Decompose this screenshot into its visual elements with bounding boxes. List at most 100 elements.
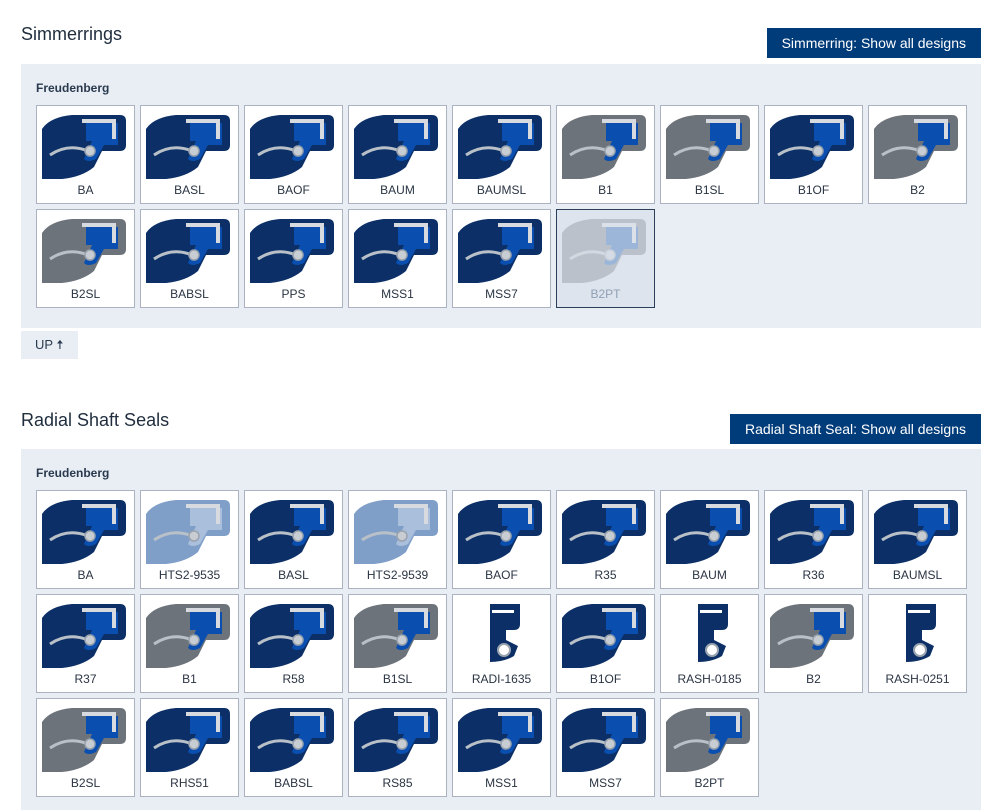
seal-tile-hts2-9539[interactable]: HTS2-9539 <box>348 490 447 589</box>
seal-cross-section-icon <box>250 111 337 179</box>
seal-cross-section-icon <box>146 600 233 668</box>
seal-tile-hts2-9535[interactable]: HTS2-9535 <box>140 490 239 589</box>
seal-tile-mss1[interactable]: MSS1 <box>452 698 551 797</box>
seal-cross-section-icon <box>146 496 233 564</box>
seal-tile-label: B2 <box>910 183 925 197</box>
seal-tile-label: RHS51 <box>170 776 209 790</box>
manufacturer-label: Freudenberg <box>36 81 110 95</box>
seal-tile-rash-0251[interactable]: RASH-0251 <box>868 594 967 693</box>
seal-tile-b1of[interactable]: B1OF <box>764 105 863 204</box>
seal-cross-section-icon <box>354 496 441 564</box>
seal-cross-section-icon <box>874 600 961 668</box>
seal-tile-label: BAOF <box>277 183 310 197</box>
seal-tile-pps[interactable]: PPS <box>244 209 343 308</box>
seal-tile-label: B2SL <box>70 287 101 301</box>
seal-tile-babsl[interactable]: BABSL <box>140 209 239 308</box>
seal-tile-label: BAUMSL <box>892 568 943 582</box>
radial-panel: Freudenberg BA HTS2-9535 BASL HTS2-9539 … <box>21 449 981 810</box>
seal-tile-label: B1SL <box>382 672 413 686</box>
seal-tile-ba[interactable]: BA <box>36 105 135 204</box>
seal-tile-label: R36 <box>802 568 825 582</box>
seal-tile-baumsl[interactable]: BAUMSL <box>868 490 967 589</box>
seal-cross-section-icon <box>562 600 649 668</box>
seal-cross-section-icon <box>250 496 337 564</box>
seal-tile-baof[interactable]: BAOF <box>452 490 551 589</box>
seal-cross-section-icon <box>146 704 233 772</box>
seal-cross-section-icon <box>458 600 545 668</box>
seal-tile-radi-1635[interactable]: RADI-1635 <box>452 594 551 693</box>
seal-tile-basl[interactable]: BASL <box>244 490 343 589</box>
seal-tile-label: B2PT <box>694 776 725 790</box>
seal-cross-section-icon <box>42 600 129 668</box>
seal-tile-rhs51[interactable]: RHS51 <box>140 698 239 797</box>
seal-cross-section-icon <box>562 496 649 564</box>
seal-cross-section-icon <box>354 215 441 283</box>
seal-tile-label: B1SL <box>694 183 725 197</box>
seal-tile-label: RS85 <box>382 776 413 790</box>
seal-cross-section-icon <box>354 111 441 179</box>
seal-tile-label: BAOF <box>485 568 518 582</box>
seal-tile-b1sl[interactable]: B1SL <box>660 105 759 204</box>
seal-cross-section-icon <box>42 496 129 564</box>
seal-tile-rash-0185[interactable]: RASH-0185 <box>660 594 759 693</box>
seal-tile-label: RADI-1635 <box>471 672 532 686</box>
seal-tile-basl[interactable]: BASL <box>140 105 239 204</box>
seal-tile-b2sl[interactable]: B2SL <box>36 209 135 308</box>
seal-tile-mss7[interactable]: MSS7 <box>556 698 655 797</box>
show-all-radial-shaft-seal-button[interactable]: Radial Shaft Seal: Show all designs <box>729 414 981 444</box>
seal-tile-b1[interactable]: B1 <box>140 594 239 693</box>
simmerrings-grid: BA BASL BAOF BAUM BAUMSL B1 B1SL <box>36 105 967 308</box>
seal-tile-label: PPS <box>281 287 306 301</box>
radial-grid: BA HTS2-9535 BASL HTS2-9539 BAOF R35 B <box>36 490 967 797</box>
seal-tile-label: RASH-0251 <box>885 672 950 686</box>
seal-cross-section-icon <box>146 215 233 283</box>
seal-cross-section-icon <box>562 215 649 283</box>
seal-tile-babsl[interactable]: BABSL <box>244 698 343 797</box>
seal-tile-label: BABSL <box>170 287 209 301</box>
seal-tile-baof[interactable]: BAOF <box>244 105 343 204</box>
seal-tile-label: BASL <box>278 568 309 582</box>
seal-tile-baum[interactable]: BAUM <box>348 105 447 204</box>
seal-tile-b2pt[interactable]: B2PT <box>660 698 759 797</box>
seal-tile-ba[interactable]: BA <box>36 490 135 589</box>
seal-tile-label: B1OF <box>797 183 830 197</box>
seal-cross-section-icon <box>562 111 649 179</box>
seal-tile-rs85[interactable]: RS85 <box>348 698 447 797</box>
seal-tile-r35[interactable]: R35 <box>556 490 655 589</box>
seal-cross-section-icon <box>770 496 857 564</box>
seal-tile-baum[interactable]: BAUM <box>660 490 759 589</box>
seal-tile-b2[interactable]: B2 <box>764 594 863 693</box>
show-all-simmerring-button[interactable]: Simmerring: Show all designs <box>766 28 981 58</box>
seal-cross-section-icon <box>458 111 545 179</box>
seal-cross-section-icon <box>42 111 129 179</box>
seal-tile-b1sl[interactable]: B1SL <box>348 594 447 693</box>
seal-tile-label: BABSL <box>274 776 313 790</box>
seal-tile-baumsl[interactable]: BAUMSL <box>452 105 551 204</box>
seal-tile-r36[interactable]: R36 <box>764 490 863 589</box>
seal-cross-section-icon <box>42 215 129 283</box>
seal-tile-r58[interactable]: R58 <box>244 594 343 693</box>
seal-cross-section-icon <box>562 704 649 772</box>
seal-tile-label: MSS7 <box>589 776 622 790</box>
seal-tile-b1[interactable]: B1 <box>556 105 655 204</box>
seal-tile-b2sl[interactable]: B2SL <box>36 698 135 797</box>
seal-tile-label: B1OF <box>589 672 622 686</box>
seal-cross-section-icon <box>354 704 441 772</box>
seal-tile-label: R35 <box>594 568 617 582</box>
section-title-radial-shaft-seals: Radial Shaft Seals <box>21 410 170 430</box>
seal-tile-b2pt[interactable]: B2PT <box>556 209 655 308</box>
seal-tile-label: B1 <box>182 672 197 686</box>
seal-tile-label: B1 <box>598 183 613 197</box>
seal-tile-b1of[interactable]: B1OF <box>556 594 655 693</box>
seal-tile-mss7[interactable]: MSS7 <box>452 209 551 308</box>
seal-tile-label: MSS7 <box>485 287 518 301</box>
seal-tile-r37[interactable]: R37 <box>36 594 135 693</box>
seal-cross-section-icon <box>770 111 857 179</box>
seal-tile-mss1[interactable]: MSS1 <box>348 209 447 308</box>
seal-cross-section-icon <box>146 111 233 179</box>
seal-tile-label: BA <box>77 183 94 197</box>
seal-cross-section-icon <box>250 215 337 283</box>
seal-tile-b2[interactable]: B2 <box>868 105 967 204</box>
up-button[interactable]: UP 🠅 <box>21 331 78 359</box>
seal-cross-section-icon <box>250 704 337 772</box>
